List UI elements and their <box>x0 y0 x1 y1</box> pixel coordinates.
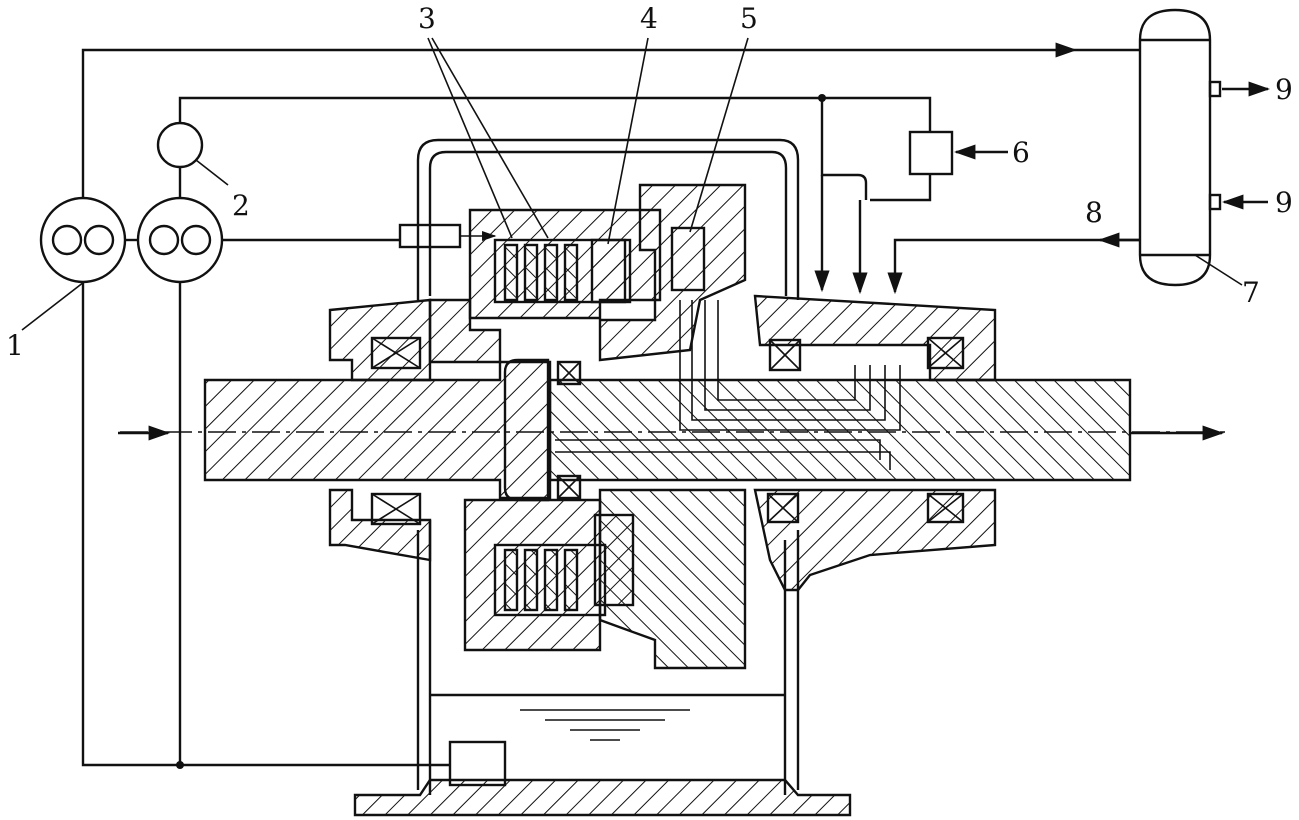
label-1: 1 <box>6 329 24 362</box>
sensor-5 <box>670 226 706 292</box>
label-8: 8 <box>1085 196 1103 229</box>
valve-6 <box>908 130 954 176</box>
bearing-right-upper-b <box>926 336 965 370</box>
pump-2 <box>136 196 224 284</box>
bearings <box>370 336 965 526</box>
label-6: 6 <box>1012 136 1030 169</box>
gauge-2 <box>156 121 204 169</box>
label-3: 3 <box>418 2 436 35</box>
bearing-left-lower <box>370 492 422 526</box>
bearing-right-lower-b <box>926 492 965 524</box>
label-2: 2 <box>232 189 250 222</box>
pump-1 <box>39 196 127 284</box>
label-5: 5 <box>740 2 758 35</box>
leader-lines <box>427 37 749 245</box>
bearing-center-upper <box>556 360 582 386</box>
bearing-left-upper <box>370 336 422 370</box>
bearing-center-lower <box>556 474 582 500</box>
sump-filter <box>448 740 507 787</box>
label-9-top: 9 <box>1275 73 1293 106</box>
label-4: 4 <box>640 2 658 35</box>
bearing-right-lower-a <box>766 492 800 524</box>
shafts <box>120 300 1225 502</box>
clutch-pack-lower <box>463 488 747 670</box>
clutch-pack-upper <box>398 183 747 364</box>
hydraulic-circuit <box>21 8 1271 769</box>
label-9-bottom: 9 <box>1275 186 1293 219</box>
bearing-right-upper-a <box>768 338 802 372</box>
label-7: 7 <box>1242 276 1260 309</box>
accumulator-7 <box>1138 8 1212 287</box>
